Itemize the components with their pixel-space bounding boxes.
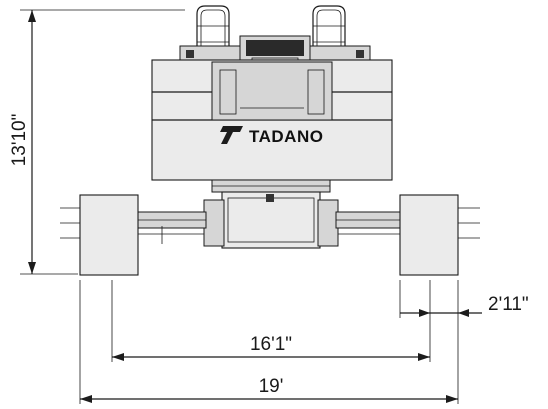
track-span-dimension: 16'1" (111, 280, 431, 362)
left-track (60, 194, 139, 276)
counterweight-body (151, 59, 393, 181)
slewing-ring (203, 179, 339, 249)
track-span-label: 16'1" (250, 334, 292, 355)
overall-width-dimension: 19' (79, 280, 459, 404)
outrigger-beams (137, 211, 405, 244)
pad-dimension: 2'11" (399, 280, 529, 318)
right-track (399, 194, 480, 276)
pad-label: 2'11" (488, 294, 529, 315)
brand-badge: TADANO (220, 126, 323, 146)
tadano-t-logo-icon (220, 126, 243, 144)
brand-name: TADANO (249, 127, 323, 146)
overall-width-label: 19' (259, 376, 284, 397)
handrails (196, 5, 346, 62)
height-dimension: 13'10" (9, 9, 185, 275)
height-label: 13'10" (9, 114, 30, 167)
